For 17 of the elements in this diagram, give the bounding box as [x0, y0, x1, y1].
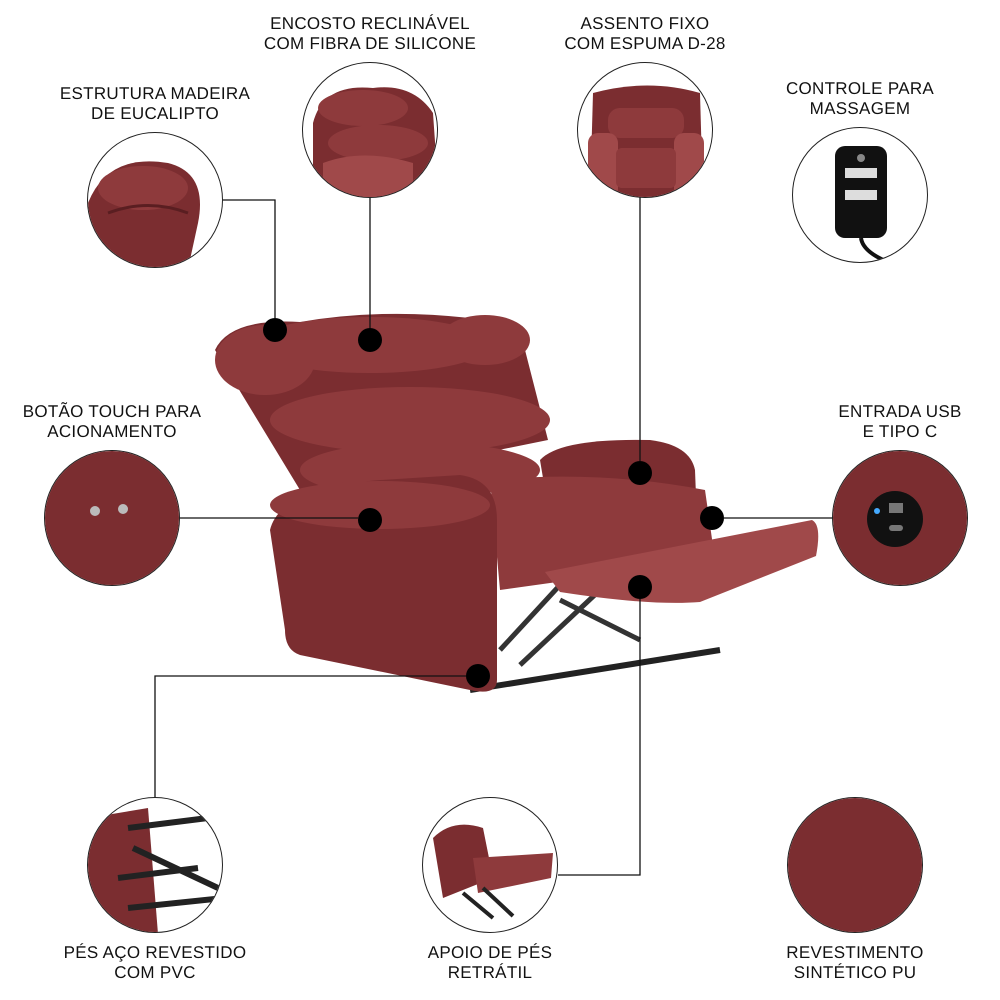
callout-heading: REVESTIMENTO SINTÉTICO PU: [785, 943, 925, 983]
callout-heading: BOTÃO TOUCH PARA ACIONAMENTO: [22, 402, 202, 442]
callout-heading: ENCOSTO RECLINÁVEL COM FIBRA DE SILICONE: [262, 14, 478, 54]
callout-heading: ASSENTO FIXO COM ESPUMA D-28: [563, 14, 727, 54]
leader-line: [154, 675, 466, 797]
callout-heading: ESTRUTURA MADEIRA DE EUCALIPTO: [58, 84, 252, 124]
leader-line: [180, 517, 358, 519]
leader-line: [369, 198, 371, 328]
leader-line: [724, 517, 832, 519]
leader-line: [223, 199, 276, 318]
callout-heading: CONTROLE PARA MASSAGEM: [784, 79, 936, 119]
leader-line: [558, 599, 641, 876]
callout-heading: PÉS AÇO REVESTIDO COM PVC: [62, 943, 248, 983]
callout-heading: APOIO DE PÉS RETRÁTIL: [426, 943, 554, 983]
callout-dot: [263, 318, 287, 342]
callout-dot: [700, 506, 724, 530]
callout-heading: ENTRADA USB E TIPO C: [837, 402, 963, 442]
